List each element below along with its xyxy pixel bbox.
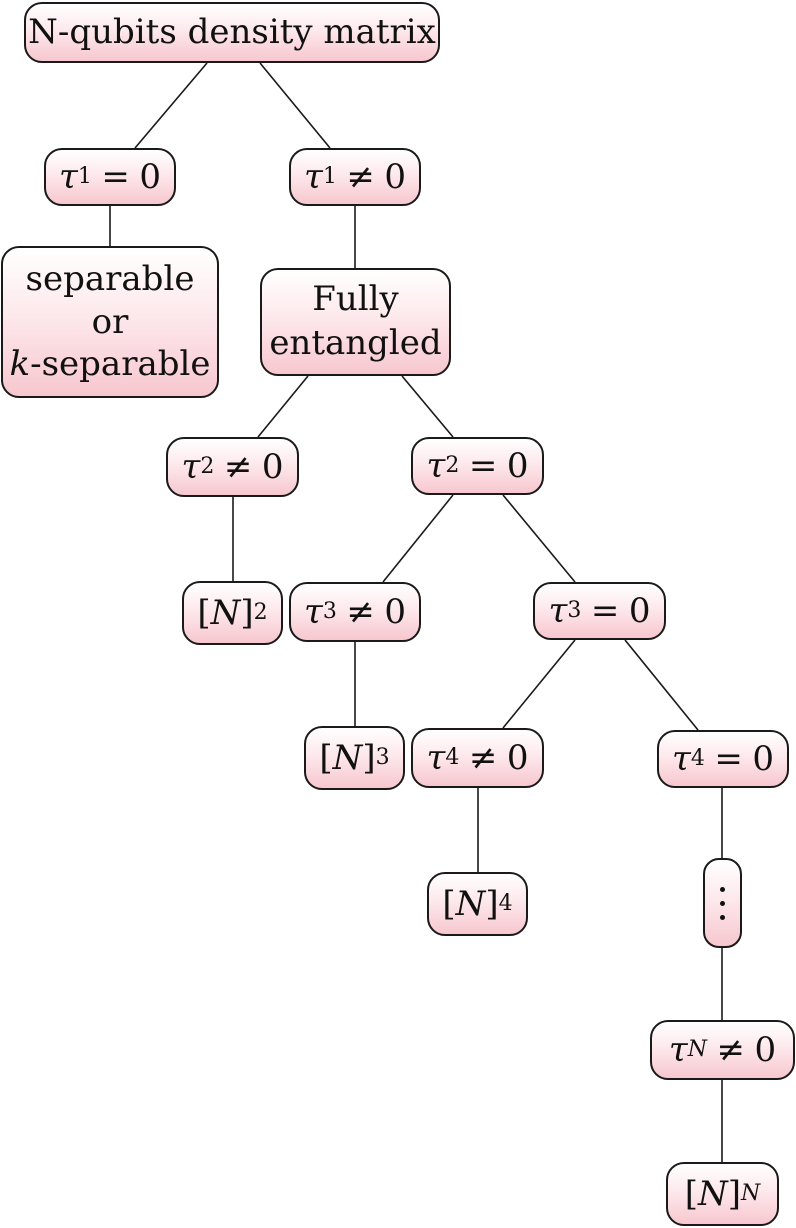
- edge-tau2-zero-tau3-nonzero: [382, 494, 454, 583]
- value: 0: [261, 446, 284, 487]
- value: 0: [384, 156, 406, 197]
- relation: ≠: [716, 1029, 745, 1070]
- value: 0: [752, 738, 774, 779]
- value: 0: [506, 737, 529, 778]
- relation: =: [714, 738, 743, 779]
- edge-root-tau1-zero: [134, 62, 208, 149]
- relation: ≠: [468, 737, 498, 778]
- node-fully-entangled: Fully entangled: [260, 268, 451, 376]
- node-n2: [N]2: [182, 581, 283, 645]
- node-root: N-qubits density matrix: [24, 2, 440, 63]
- fully-line-2: entangled: [269, 323, 442, 363]
- relation: ≠: [346, 591, 375, 632]
- value: 0: [754, 1029, 777, 1070]
- bracket-open: [: [197, 592, 211, 633]
- ellipsis-dot: [720, 914, 725, 920]
- bracket-close: ]: [362, 737, 376, 778]
- tau-symbol: τ: [304, 156, 323, 197]
- n-variable: N: [332, 737, 363, 778]
- tau-symbol: τ: [181, 446, 201, 487]
- ellipsis-dot: [720, 900, 725, 906]
- node-vertical-ellipsis: [703, 858, 742, 948]
- edge-root-tau1-nonzero: [259, 62, 331, 149]
- bracket-close: ]: [485, 883, 499, 924]
- n-variable: N: [698, 1173, 728, 1214]
- bracket-open: [: [684, 1173, 698, 1214]
- tau-symbol: τ: [668, 1029, 688, 1070]
- tau-symbol: τ: [548, 590, 568, 631]
- relation: =: [468, 445, 498, 486]
- edge-tau2-zero-tau3-zero: [502, 494, 576, 583]
- tau-symbol: τ: [59, 156, 78, 197]
- tau-symbol: τ: [304, 591, 323, 632]
- tau-symbol: τ: [672, 738, 691, 779]
- k-variable: k: [9, 344, 31, 385]
- separable-line-1: separable: [25, 259, 195, 300]
- separable-suffix: -separable: [30, 344, 211, 385]
- relation: =: [101, 156, 130, 197]
- value: 0: [384, 591, 406, 632]
- root-label: N-qubits density matrix: [28, 12, 436, 53]
- value: 0: [506, 445, 529, 486]
- value: 0: [139, 156, 161, 197]
- node-n4: [N]4: [427, 872, 528, 936]
- bracket-open: [: [319, 737, 333, 778]
- bracket-close: ]: [240, 592, 254, 633]
- edge-fully-tau2-zero: [401, 375, 454, 438]
- separable-line-3: k-separable: [10, 343, 211, 386]
- relation: ≠: [346, 156, 375, 197]
- tau-symbol: τ: [426, 737, 446, 778]
- edge-tau3-zero-tau4-zero: [624, 639, 699, 731]
- value: 0: [628, 590, 651, 631]
- tau-symbol: τ: [426, 445, 446, 486]
- n-variable: N: [210, 592, 241, 633]
- node-separable: separable or k-separable: [1, 246, 219, 398]
- bracket-close: ]: [727, 1173, 742, 1214]
- node-n3: [N]3: [304, 726, 405, 790]
- edge-fully-tau2-nonzero: [257, 375, 309, 438]
- n-variable: N: [455, 883, 486, 924]
- fully-line-1: Fully: [312, 279, 399, 320]
- separable-line-2: or: [91, 301, 129, 342]
- edge-tau3-zero-tau4-nonzero: [502, 639, 576, 729]
- relation: =: [590, 590, 620, 631]
- ellipsis-dot: [720, 886, 725, 892]
- relation: ≠: [223, 446, 253, 487]
- node-nN: [N]N: [666, 1162, 779, 1226]
- bracket-open: [: [442, 883, 456, 924]
